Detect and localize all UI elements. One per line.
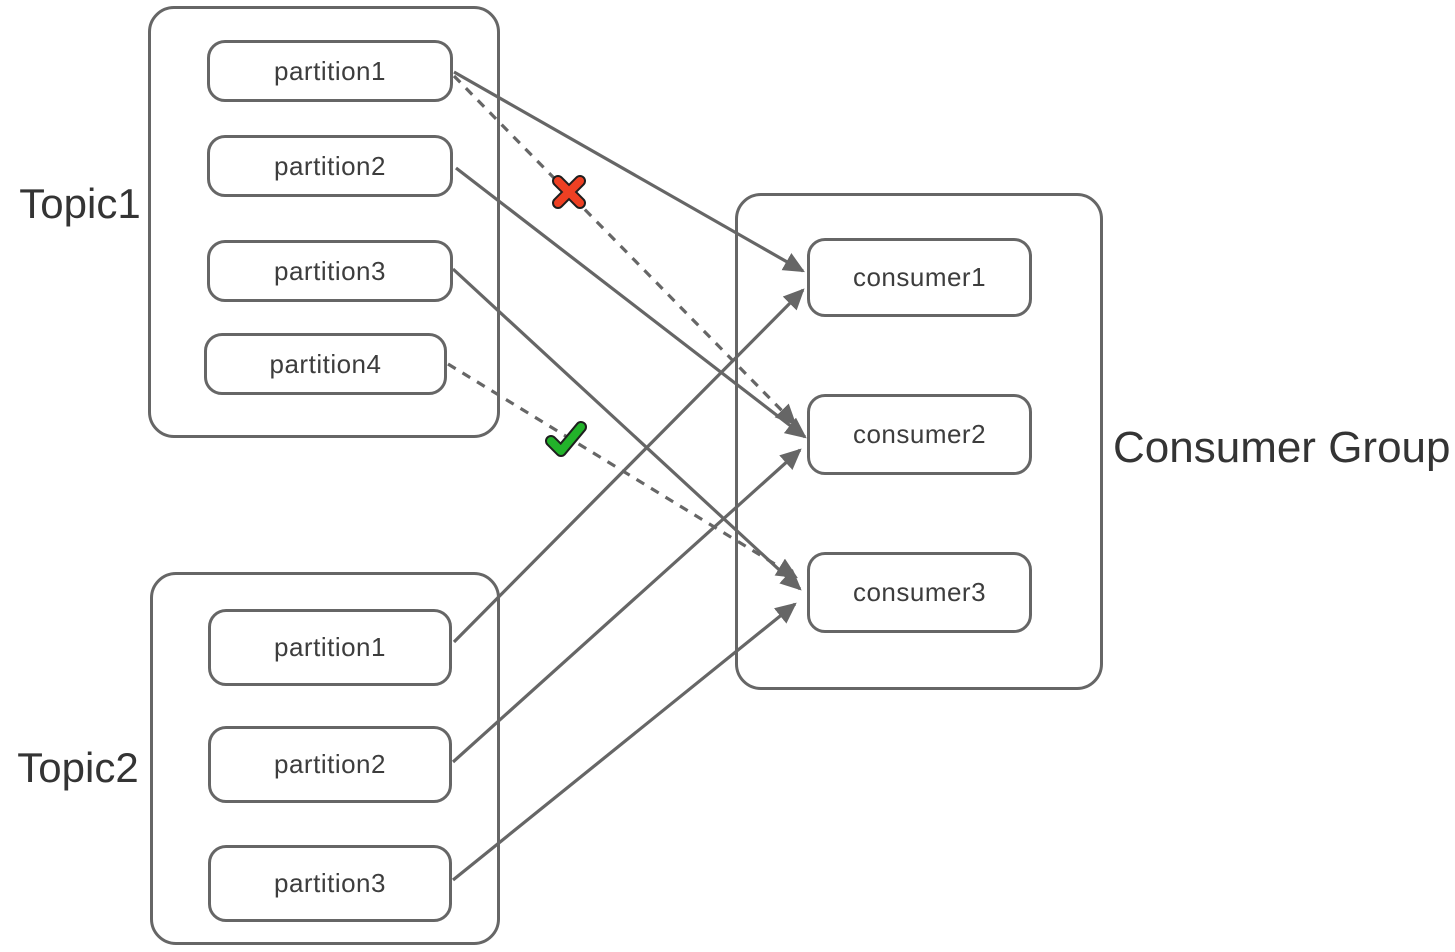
node-t2-partition1: partition1	[208, 609, 452, 686]
node-consumer2: consumer2	[807, 394, 1032, 475]
node-t1-partition3: partition3	[207, 240, 453, 302]
node-t1-partition1: partition1	[207, 40, 453, 102]
group-label-topic1: Topic1	[19, 180, 141, 227]
invalid-assignment-cross-icon	[552, 175, 586, 209]
valid-assignment-check-icon	[545, 421, 587, 457]
node-t1-partition4: partition4	[204, 333, 447, 395]
group-label-topic2: Topic2	[17, 744, 139, 791]
node-consumer3: consumer3	[807, 552, 1032, 633]
node-t2-partition2: partition2	[208, 726, 452, 803]
group-label-consumer-group: Consumer Group	[1113, 423, 1451, 472]
node-consumer1: consumer1	[807, 238, 1032, 317]
node-t1-partition2: partition2	[207, 135, 453, 197]
node-t2-partition3: partition3	[208, 845, 452, 922]
